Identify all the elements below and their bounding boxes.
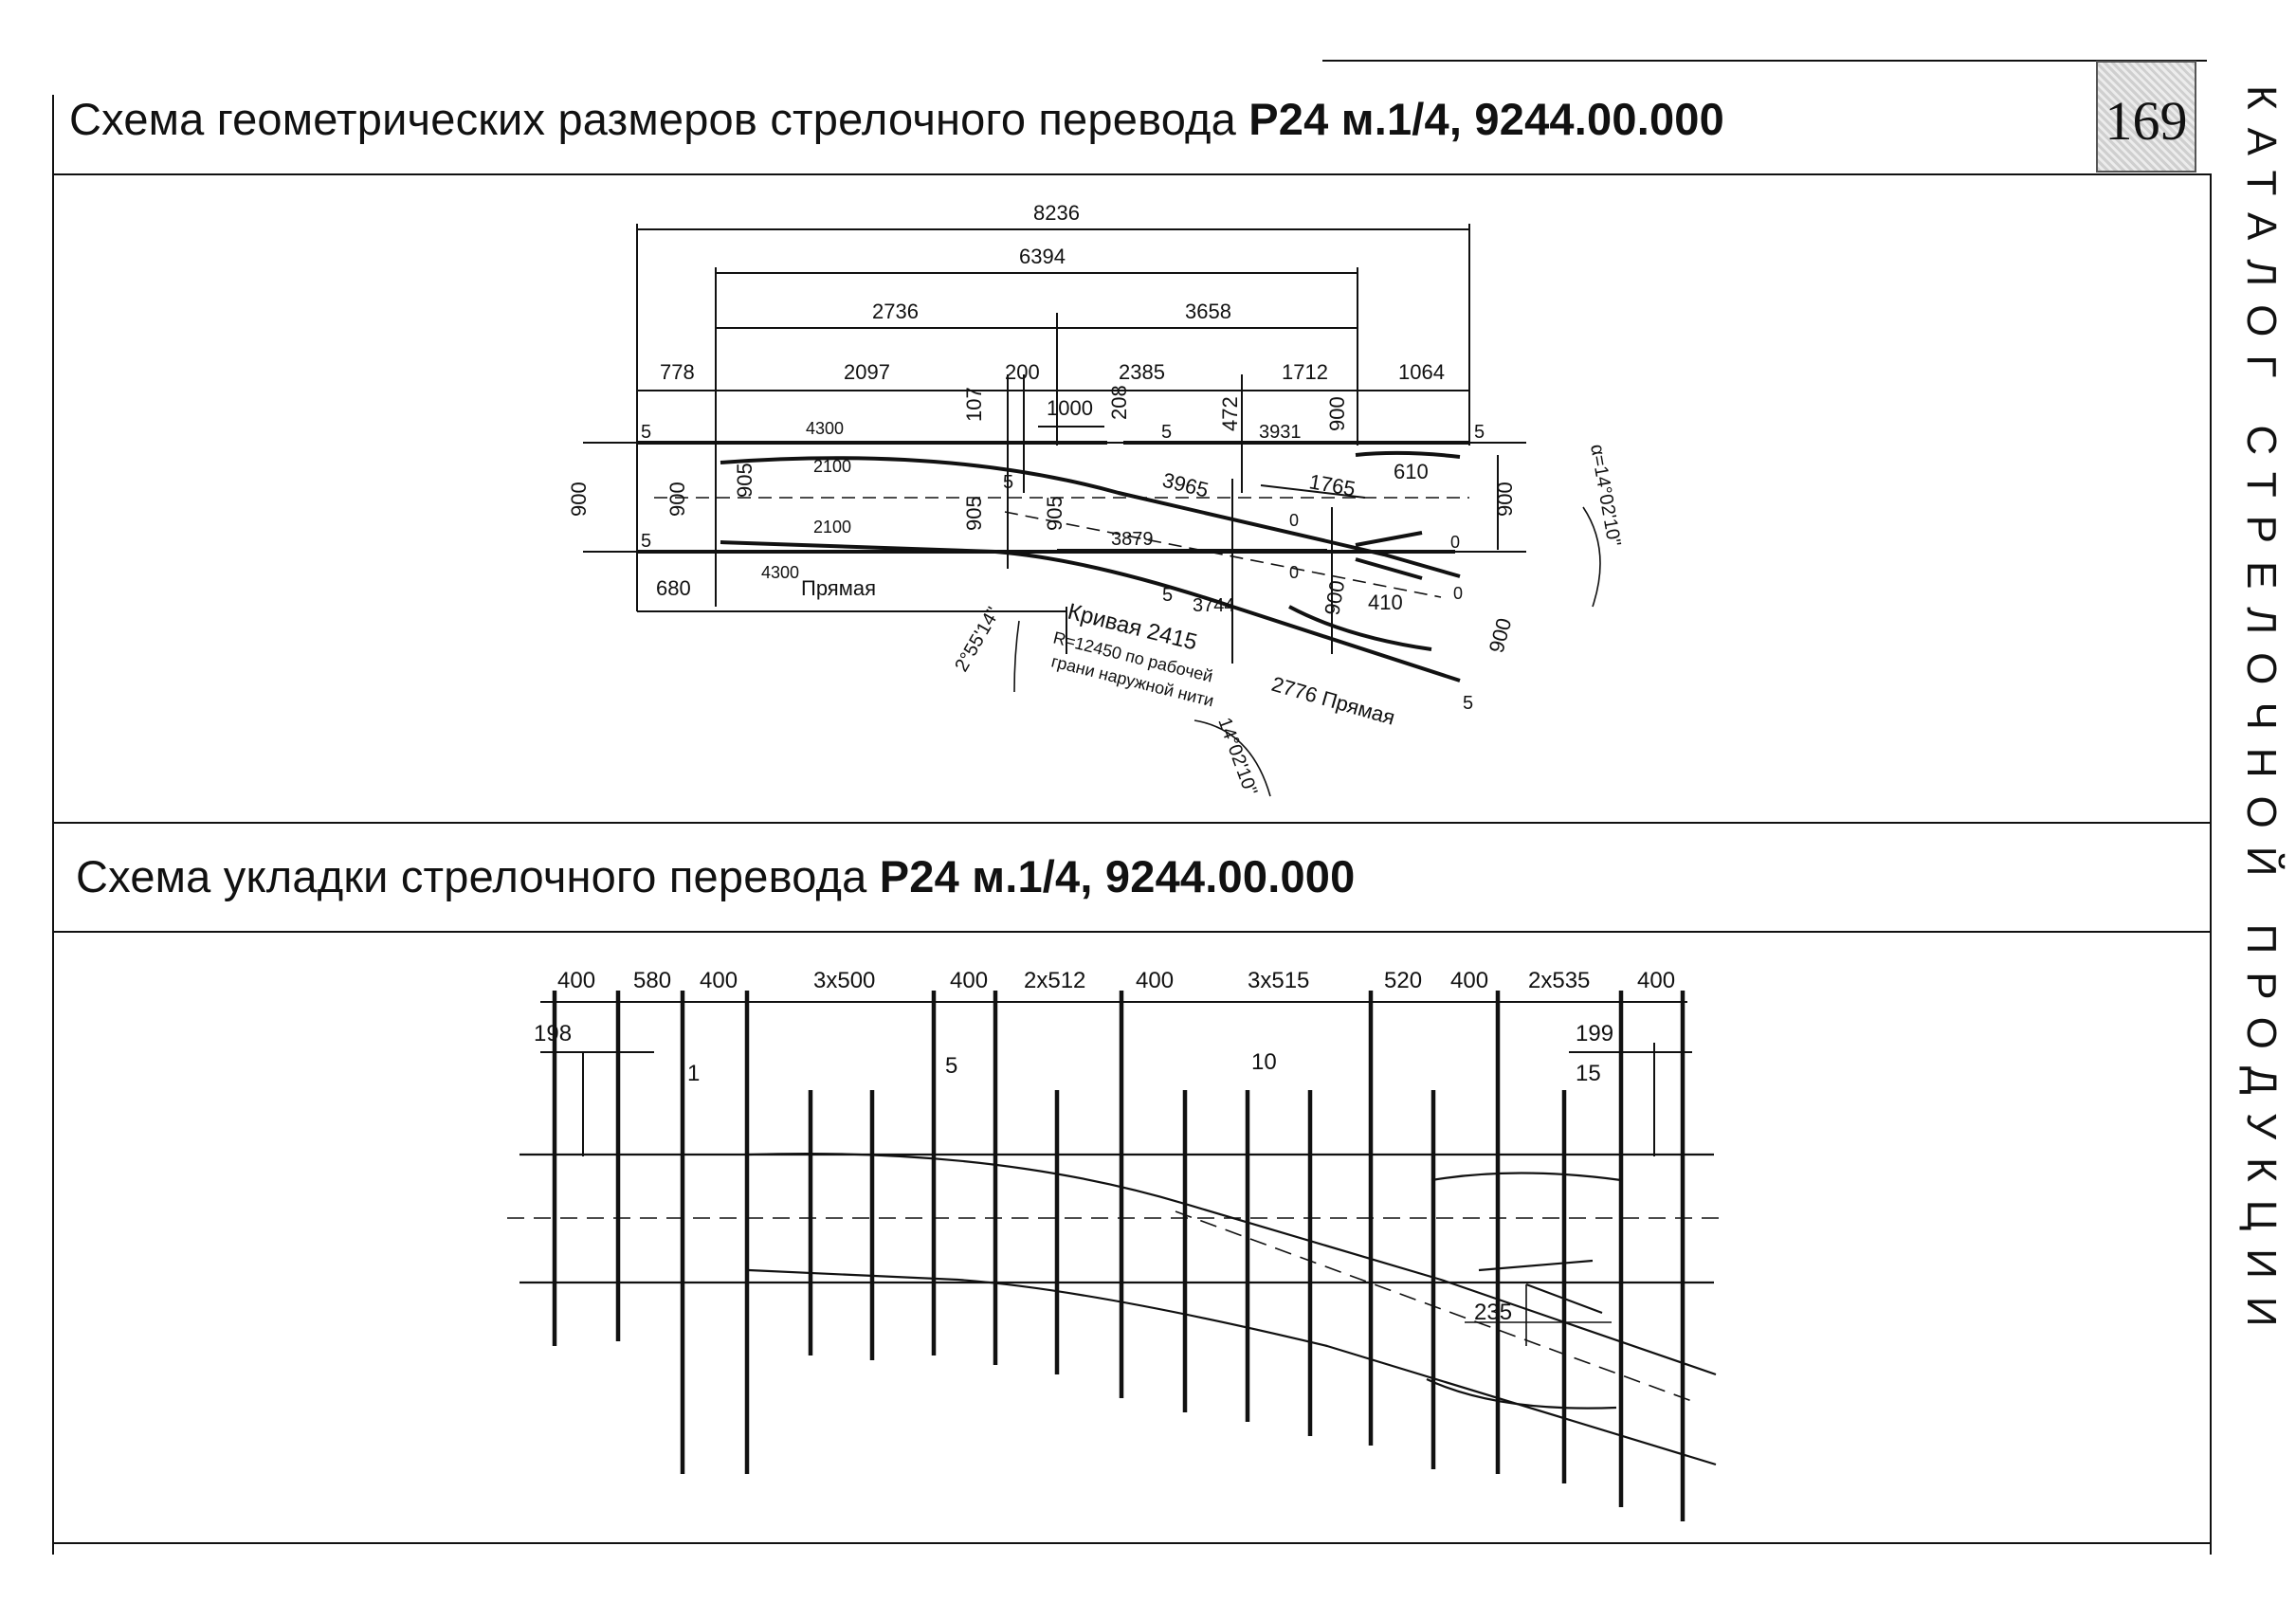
section-divider [52, 822, 2212, 824]
dimension-label: 2736 [872, 300, 919, 323]
spacing-label: 400 [1637, 968, 1675, 993]
dimension-label: 680 [656, 576, 691, 600]
track-label: Прямая [801, 576, 876, 600]
dimension-label: 8236 [1033, 201, 1080, 225]
title-text: Схема укладки стрелочного перевода [76, 851, 880, 901]
section-divider [52, 173, 2212, 175]
spacing-label: 400 [1136, 968, 1174, 993]
dimension-label: 2100 [813, 518, 851, 537]
dimension-label: 2385 [1119, 360, 1165, 384]
track-axes [507, 1210, 1725, 1404]
offset-label: 198 [534, 1021, 572, 1046]
rail-threads [637, 441, 1469, 682]
dimension-label: 472 [1218, 396, 1242, 431]
dimension-label: 905 [733, 463, 756, 498]
layout-scheme-title: Схема укладки стрелочного перевода Р24 м… [76, 850, 1355, 902]
zero-mark: 0 [1450, 533, 1460, 552]
joint-label: 5 [1463, 693, 1473, 714]
dimension-235 [1465, 1284, 1612, 1346]
frame-top-rule [1322, 60, 2207, 62]
dimension-label: 3658 [1185, 300, 1231, 323]
joint-label: 5 [1003, 472, 1013, 493]
spacing-dimension-line [540, 1001, 1692, 1156]
dimension-label: 2100 [813, 457, 851, 476]
dimension-label: 905 [962, 496, 986, 531]
angle-arcs [1013, 506, 1601, 797]
dimension-label: 235 [1474, 1300, 1512, 1325]
spacing-label: 2x535 [1528, 968, 1590, 993]
spacing-label: 580 [633, 968, 671, 993]
dimension-label: 900 [567, 482, 591, 517]
frame-right-rule [2210, 175, 2212, 1555]
geometry-scheme-title: Схема геометрических размеров стрелочног… [69, 93, 1724, 145]
dimension-label: 3879 [1111, 529, 1154, 550]
dimension-label: 3744 [1193, 595, 1235, 616]
section-divider [52, 931, 2212, 933]
spacing-label: 3x515 [1248, 968, 1309, 993]
dimension-label: 6394 [1019, 245, 1066, 268]
spacing-label: 400 [950, 968, 988, 993]
spacing-label: 520 [1384, 968, 1422, 993]
dimension-label: 610 [1394, 460, 1429, 483]
title-bold: Р24 м.1/4, 9244.00.000 [879, 851, 1356, 901]
offset-label: 199 [1576, 1021, 1613, 1046]
frame-bottom-rule [52, 1542, 2212, 1544]
joint-label: 5 [1162, 585, 1173, 606]
joint-label: 5 [1161, 422, 1172, 443]
joint-label: 5 [641, 531, 651, 552]
dimension-label: 900 [1325, 396, 1349, 431]
dimension-label: 200 [1005, 360, 1040, 384]
dimension-label: 2097 [844, 360, 890, 384]
spacing-label: 2x512 [1024, 968, 1085, 993]
sleeper-number: 5 [945, 1053, 957, 1079]
joint-label: 5 [1474, 422, 1485, 443]
rails [519, 1152, 1717, 1466]
dimension-label: 778 [660, 360, 695, 384]
dimension-label: 1064 [1398, 360, 1445, 384]
sleeper-number: 1 [687, 1061, 700, 1086]
sleepers [552, 991, 1686, 1521]
dimension-label: 4300 [761, 563, 799, 582]
spacing-label: 400 [557, 968, 595, 993]
page-number-badge: 169 [2096, 61, 2196, 173]
zero-mark: 0 [1289, 511, 1299, 530]
zero-mark: 0 [1289, 563, 1299, 582]
sleeper-number: 10 [1251, 1049, 1277, 1075]
frame-left-rule [52, 95, 54, 1555]
dimension-label: 905 [1043, 496, 1066, 531]
dimension-label: 107 [962, 387, 986, 422]
dimension-label: 410 [1368, 591, 1403, 614]
dimension-label: 1000 [1047, 396, 1093, 420]
spacing-label: 400 [700, 968, 738, 993]
dimension-label: 1712 [1282, 360, 1328, 384]
dimension-label: 208 [1107, 385, 1131, 420]
spacing-label: 400 [1450, 968, 1488, 993]
spacing-label: 3x500 [813, 968, 875, 993]
title-text: Схема геометрических размеров стрелочног… [69, 94, 1249, 144]
dimension-label: 900 [665, 482, 689, 517]
dimension-label: 3931 [1259, 422, 1302, 443]
page-number: 169 [2105, 90, 2188, 152]
title-bold: Р24 м.1/4, 9244.00.000 [1248, 94, 1724, 144]
track-axes [654, 497, 1469, 598]
zero-mark: 0 [1453, 584, 1463, 603]
dimension-label: 900 [1493, 482, 1517, 517]
dimension-label: 4300 [806, 419, 844, 438]
sleeper-number: 15 [1576, 1061, 1601, 1086]
joint-label: 5 [641, 422, 651, 443]
